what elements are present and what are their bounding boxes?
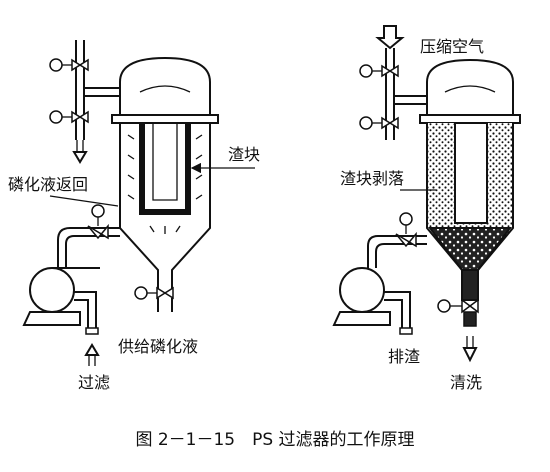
right-inlet-valve <box>395 212 417 248</box>
left-flow-marks <box>127 134 203 234</box>
right-valve-2 <box>359 116 399 130</box>
label-phosphating-return: 磷化液返回 <box>8 175 88 194</box>
left-vessel-wall-left <box>119 123 159 292</box>
left-valve-1 <box>49 58 89 72</box>
right-vessel-dome <box>426 58 514 118</box>
left-bottom-valve <box>134 286 174 312</box>
left-pump <box>22 227 120 366</box>
left-vessel-dome <box>119 56 211 118</box>
right-wash-arrow <box>462 347 478 363</box>
left-return-arrow <box>72 151 88 164</box>
right-sludge <box>427 227 513 271</box>
right-filter <box>332 25 521 363</box>
left-vessel-wall-right <box>171 123 211 292</box>
left-flange <box>111 114 219 124</box>
left-filter <box>22 40 255 366</box>
right-outlet <box>461 269 479 301</box>
figure-caption: 图 2－1－15 PS 过滤器的工作原理 <box>135 430 414 450</box>
label-cake-falling: 渣块剥落 <box>340 169 404 188</box>
left-return-leader <box>49 195 119 207</box>
left-dome-flow <box>139 85 191 93</box>
label-supply-phosphating: 供给磷化液 <box>118 337 198 356</box>
left-filter-inner <box>152 123 178 201</box>
right-valve-1 <box>359 64 399 78</box>
right-dome-flow <box>444 85 496 93</box>
label-wash: 清洗 <box>450 373 482 392</box>
left-valve-2 <box>49 110 89 124</box>
right-bottom-valve <box>461 298 479 314</box>
label-discharge: 排渣 <box>388 347 420 366</box>
left-filter-element <box>139 123 191 215</box>
left-inlet-valve <box>87 204 109 240</box>
label-filter: 过滤 <box>78 373 110 392</box>
right-flange <box>419 114 521 124</box>
right-filter-element <box>454 122 488 224</box>
label-compressed-air: 压缩空气 <box>420 37 484 56</box>
right-pump <box>332 235 427 335</box>
label-cake: 渣块 <box>228 145 260 164</box>
left-top-pipe <box>72 40 120 164</box>
